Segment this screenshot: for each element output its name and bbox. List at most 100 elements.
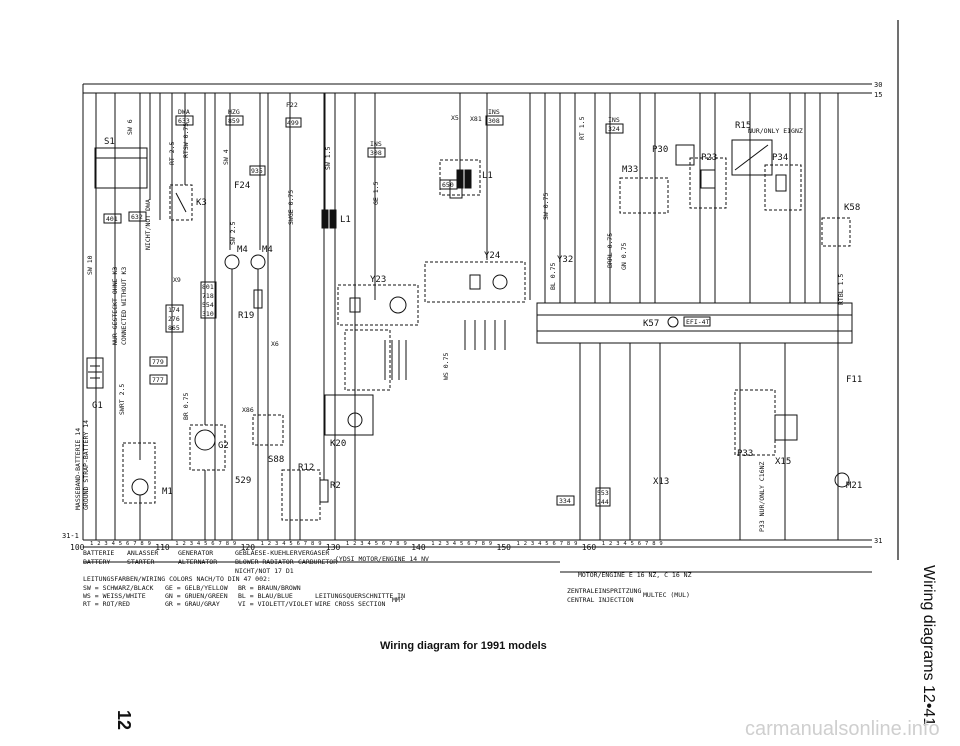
wire-rt25: RT 2.5: [168, 141, 176, 165]
left-31-label: 31-1: [62, 532, 79, 540]
box-650: 650: [442, 181, 454, 189]
ruler-digit: 6: [553, 541, 556, 547]
box-553: 553: [597, 489, 609, 497]
wire-rtsw: RTSW 0.75: [182, 123, 190, 158]
ruler-block-120: 120: [241, 543, 256, 552]
box-859: 859: [228, 117, 240, 125]
footer-col-5-en: CARBURETOR: [298, 558, 337, 566]
ruler-digit: 8: [140, 541, 143, 547]
footer-zentral-en: CENTRAL INJECTION: [567, 596, 634, 604]
wire-swge: SWGE 0.75: [287, 190, 295, 225]
box-632: 632: [131, 213, 143, 221]
footer-col-5-de: VERGASER: [298, 549, 329, 557]
label-x81: X81: [470, 115, 482, 123]
footer-cross-de: LEITUNGSQUERSCHNITTE IN: [315, 592, 405, 600]
footer-col-4-en: BLOWER-RADIATOR: [235, 558, 294, 566]
box-865: 865: [168, 324, 180, 332]
figure-caption: Wiring diagram for 1991 models: [380, 640, 547, 652]
label-m4-a: M4: [237, 245, 248, 255]
footer-col-2-en: STARTER: [127, 558, 154, 566]
colour-2-3: BL = BLAU/BLUE: [238, 592, 293, 600]
box-dwa: DWA: [178, 108, 190, 116]
page-side-title: Wiring diagrams 12•41: [920, 565, 937, 727]
ruler-digit: 6: [638, 541, 641, 547]
reference-boxes: DWA 633 HZG 859 INS 308 INS 308 INS 324 …: [103, 108, 711, 507]
ruler-block-100: 100: [70, 543, 85, 552]
label-p23: P23: [701, 153, 717, 163]
label-g2: G2: [218, 441, 229, 451]
ruler-digit: 4: [623, 541, 627, 547]
footer-col-4-de: GEBLAESE-KUEHLER: [235, 549, 298, 557]
label-s88: S88: [268, 455, 284, 465]
label-l1-a: L1: [340, 215, 351, 225]
wire-sw4: SW 4: [222, 149, 230, 165]
box-401: 401: [106, 215, 118, 223]
ruler-digit: 8: [482, 541, 485, 547]
box-ins-1: INS: [370, 140, 382, 148]
footer-col-4-extra: NICHT/NOT 17 D1: [235, 567, 294, 575]
wire-sw25: SW 2.5: [229, 221, 237, 245]
ruler-digit: 5: [460, 541, 463, 547]
ruler-digit: 5: [204, 541, 207, 547]
footer-col-1-de: BATTERIE: [83, 549, 114, 557]
footer-cross-unit: MM²: [392, 596, 404, 604]
ruler-digit: 6: [467, 541, 470, 547]
ruler-block-140: 140: [411, 543, 426, 552]
ruler-digit: 6: [211, 541, 214, 547]
box-777: 777: [152, 376, 164, 384]
box-718: 718: [202, 292, 214, 300]
ruler-digit: 9: [404, 541, 407, 547]
ruler-digit: 9: [489, 541, 492, 547]
ruler-digit: 3: [104, 541, 107, 547]
box-334: 334: [559, 497, 571, 505]
label-m33: M33: [622, 165, 638, 175]
box-308-2: 308: [488, 117, 500, 125]
footer-engines: MOTOR/ENGINE E 16 NZ, C 16 NZ: [578, 571, 692, 579]
wire-rt15: RT 1.5: [578, 116, 586, 140]
box-174: 174: [168, 306, 180, 314]
colour-2-1: WS = WEISS/WHITE: [83, 592, 146, 600]
ruler-digit: 3: [275, 541, 278, 547]
ruler-digit: 7: [133, 541, 136, 547]
wire-rtbl: RTBL 1.5: [837, 274, 845, 305]
label-f24: F24: [234, 181, 250, 191]
ruler-digit: 5: [119, 541, 122, 547]
label-529: 529: [235, 476, 251, 486]
ruler-digit: 9: [574, 541, 577, 547]
wire-sw6: SW 6: [126, 119, 134, 135]
footer-col-3-en: ALTERNATOR: [178, 558, 217, 566]
label-k20: K20: [330, 439, 346, 449]
wire-k3-note-de: NUR GESTECKT OHNE K3: [111, 267, 119, 345]
ruler-digit: 8: [652, 541, 655, 547]
ruler-digit: 5: [289, 541, 292, 547]
ruler-digit: 4: [368, 541, 372, 547]
ruler-digit: 1: [517, 541, 520, 547]
label-l1-b: L1: [482, 171, 493, 181]
colour-1-3: BR = BRAUN/BROWN: [238, 584, 301, 592]
wire-gn075: GN 0.75: [620, 243, 628, 270]
label-x13: X13: [653, 477, 669, 487]
colour-1-1: SW = SCHWARZ/BLACK: [83, 584, 154, 592]
ruler-digit: 3: [531, 541, 534, 547]
ruler-digit: 7: [645, 541, 648, 547]
ruler-digit: 2: [609, 541, 612, 547]
ruler-digit: 1: [175, 541, 178, 547]
wire-ge15: GE 1.5: [372, 181, 380, 205]
label-r19: R19: [238, 311, 254, 321]
label-x15: X15: [775, 457, 791, 467]
wire-ws075: WS 0.75: [442, 353, 450, 380]
ruler-digit: 4: [538, 541, 542, 547]
rail-31-label: 31: [874, 537, 882, 545]
ruler-digit: 4: [453, 541, 457, 547]
ruler-digit: 6: [382, 541, 385, 547]
ruler-digit: 9: [318, 541, 321, 547]
box-244: 244: [597, 498, 609, 506]
label-x9: X9: [173, 276, 181, 284]
label-y23: Y23: [370, 275, 386, 285]
label-k3: K3: [196, 198, 207, 208]
box-633: 633: [178, 117, 190, 125]
ruler-digit: 5: [545, 541, 548, 547]
colour-2-2: GN = GRUEN/GREEN: [165, 592, 228, 600]
ruler-digit: 8: [311, 541, 314, 547]
